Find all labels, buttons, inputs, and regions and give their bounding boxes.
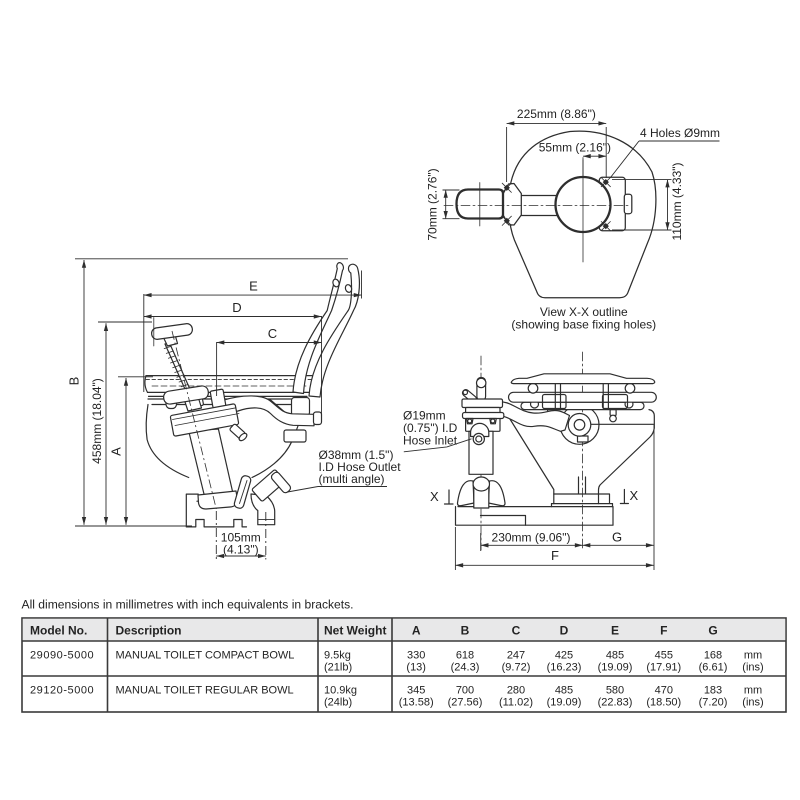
svg-text:(19.09): (19.09) xyxy=(598,662,633,674)
svg-text:225mm (8.86"): 225mm (8.86") xyxy=(517,107,596,121)
svg-text:F: F xyxy=(660,624,667,638)
svg-text:485: 485 xyxy=(555,685,573,697)
svg-text:Net Weight: Net Weight xyxy=(324,624,386,638)
svg-text:(showing base fixing holes): (showing base fixing holes) xyxy=(511,318,656,332)
svg-text:(16.23): (16.23) xyxy=(547,662,582,674)
svg-text:183: 183 xyxy=(704,685,722,697)
svg-text:(ins): (ins) xyxy=(742,662,763,674)
svg-text:105mm: 105mm xyxy=(221,531,261,545)
svg-text:29090-5000: 29090-5000 xyxy=(30,650,94,662)
svg-text:D: D xyxy=(560,624,569,638)
svg-text:458mm (18.04"): 458mm (18.04") xyxy=(90,378,104,464)
svg-text:E: E xyxy=(249,279,258,294)
svg-text:330: 330 xyxy=(407,650,425,662)
svg-text:4 Holes Ø9mm: 4 Holes Ø9mm xyxy=(640,126,720,140)
svg-text:Hose Inlet: Hose Inlet xyxy=(403,434,458,448)
svg-text:mm: mm xyxy=(744,685,762,697)
svg-text:Model No.: Model No. xyxy=(30,624,87,638)
svg-text:X: X xyxy=(430,489,439,504)
svg-text:(18.50): (18.50) xyxy=(646,697,681,709)
svg-text:Description: Description xyxy=(116,624,182,638)
svg-text:10.9kg: 10.9kg xyxy=(324,685,357,697)
svg-text:110mm (4.33"): 110mm (4.33") xyxy=(670,162,684,240)
svg-text:(24lb): (24lb) xyxy=(324,697,352,709)
svg-text:9.5kg: 9.5kg xyxy=(324,650,351,662)
svg-text:470: 470 xyxy=(655,685,673,697)
svg-text:F: F xyxy=(551,548,559,563)
svg-text:I.D Hose Outlet: I.D Hose Outlet xyxy=(319,460,402,474)
svg-text:Ø19mm: Ø19mm xyxy=(403,409,446,423)
svg-text:(multi angle): (multi angle) xyxy=(319,472,385,486)
svg-text:(4.13"): (4.13") xyxy=(223,543,259,557)
svg-text:E: E xyxy=(611,624,619,638)
svg-text:580: 580 xyxy=(606,685,624,697)
svg-text:X: X xyxy=(630,488,639,503)
svg-text:55mm (2.16"): 55mm (2.16") xyxy=(539,141,611,155)
svg-text:(17.91): (17.91) xyxy=(646,662,681,674)
svg-text:(0.75") I.D: (0.75") I.D xyxy=(403,421,458,435)
svg-text:168: 168 xyxy=(704,650,722,662)
svg-text:230mm (9.06"): 230mm (9.06") xyxy=(492,531,571,545)
svg-text:G: G xyxy=(612,530,622,545)
svg-text:(13.58): (13.58) xyxy=(399,697,434,709)
svg-text:C: C xyxy=(268,326,277,341)
svg-text:C: C xyxy=(512,624,521,638)
svg-text:(24.3): (24.3) xyxy=(451,662,480,674)
svg-text:485: 485 xyxy=(606,650,624,662)
svg-text:618: 618 xyxy=(456,650,474,662)
svg-text:(7.20): (7.20) xyxy=(699,697,728,709)
svg-text:MANUAL TOILET COMPACT BOWL: MANUAL TOILET COMPACT BOWL xyxy=(116,650,295,662)
svg-text:345: 345 xyxy=(407,685,425,697)
svg-text:(9.72): (9.72) xyxy=(502,662,531,674)
svg-text:B: B xyxy=(461,624,470,638)
svg-text:B: B xyxy=(67,377,82,386)
svg-text:View X-X outline: View X-X outline xyxy=(540,305,628,319)
svg-text:(27.56): (27.56) xyxy=(448,697,483,709)
svg-text:455: 455 xyxy=(655,650,673,662)
svg-text:(19.09): (19.09) xyxy=(547,697,582,709)
svg-text:mm: mm xyxy=(744,650,762,662)
svg-text:G: G xyxy=(708,624,717,638)
svg-text:A: A xyxy=(412,624,421,638)
svg-text:700: 700 xyxy=(456,685,474,697)
svg-text:Ø38mm (1.5"): Ø38mm (1.5") xyxy=(319,448,394,462)
svg-text:D: D xyxy=(232,300,241,315)
svg-text:(11.02): (11.02) xyxy=(499,697,533,709)
svg-text:70mm (2.76"): 70mm (2.76") xyxy=(426,168,440,240)
svg-text:(13): (13) xyxy=(406,662,426,674)
svg-text:All dimensions in millimetres: All dimensions in millimetres with inch … xyxy=(22,598,354,612)
svg-text:(21lb): (21lb) xyxy=(324,662,352,674)
svg-text:280: 280 xyxy=(507,685,525,697)
svg-text:(ins): (ins) xyxy=(742,697,763,709)
svg-text:A: A xyxy=(109,447,124,456)
svg-text:(6.61): (6.61) xyxy=(699,662,728,674)
svg-text:247: 247 xyxy=(507,650,525,662)
svg-text:29120-5000: 29120-5000 xyxy=(30,685,94,697)
svg-text:(22.83): (22.83) xyxy=(598,697,633,709)
svg-text:MANUAL TOILET REGULAR BOWL: MANUAL TOILET REGULAR BOWL xyxy=(116,685,294,697)
svg-text:425: 425 xyxy=(555,650,573,662)
